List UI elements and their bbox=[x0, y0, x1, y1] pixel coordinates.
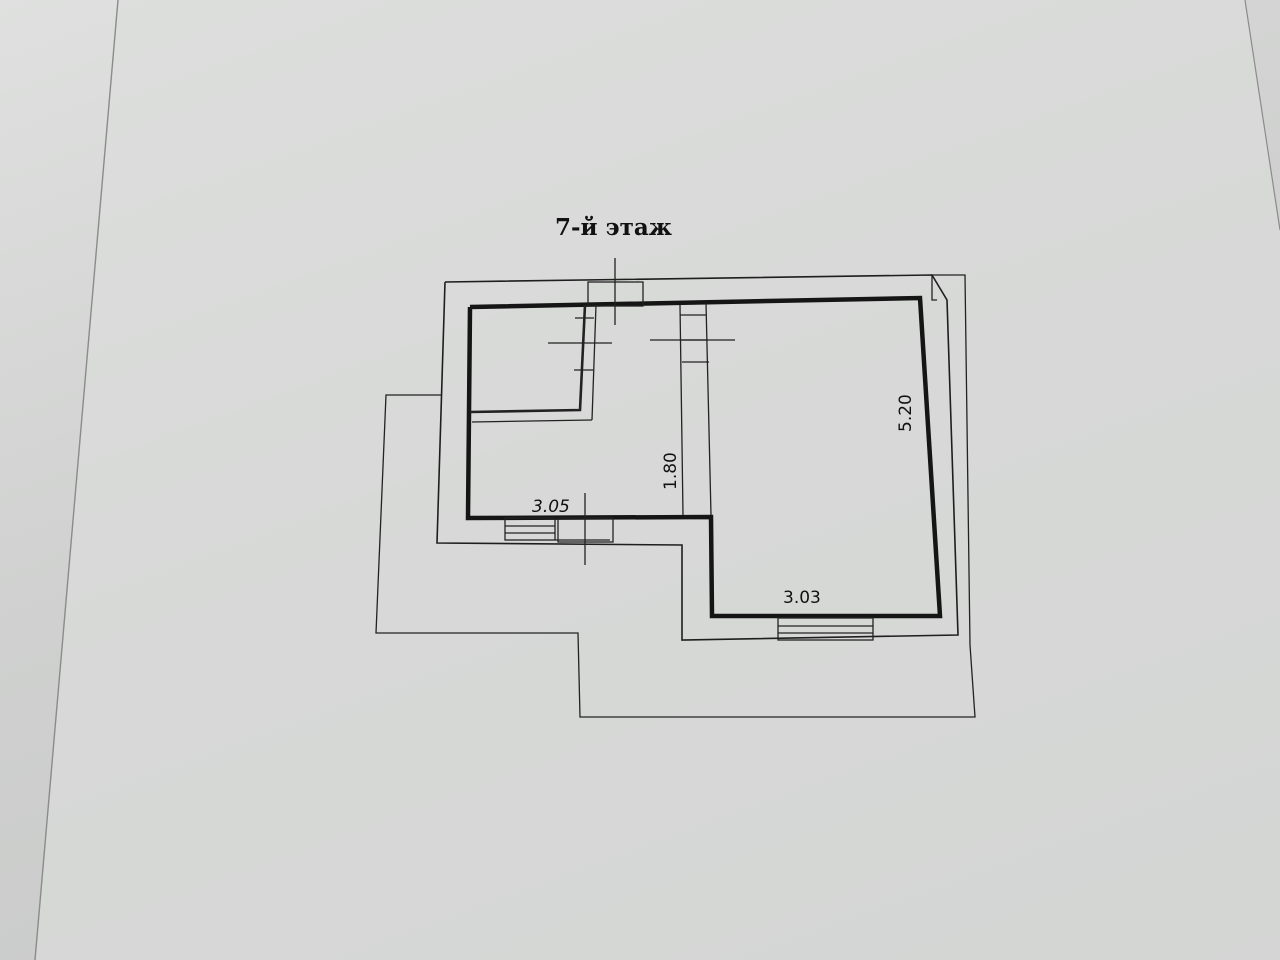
dim-corridor-length: 1.80 bbox=[661, 452, 681, 490]
dim-right-room-length: 5.20 bbox=[896, 394, 916, 432]
sheet-left-edge bbox=[34, 0, 119, 960]
plan-title: 7-й этаж bbox=[555, 214, 672, 241]
dim-left-room-width: 3.05 bbox=[532, 497, 570, 517]
outer-wall bbox=[436, 274, 959, 641]
inner-wall-left-room bbox=[465, 295, 943, 619]
door-bottom bbox=[557, 517, 614, 543]
partition-bathroom-inner-v bbox=[591, 304, 597, 421]
window-left-room bbox=[504, 517, 556, 541]
sheet-right-edge bbox=[1244, 0, 1280, 231]
window-right-room bbox=[777, 617, 874, 641]
partition-bathroom bbox=[469, 304, 587, 414]
partition-bathroom-inner bbox=[471, 419, 593, 423]
dim-right-room-width: 3.03 bbox=[783, 588, 821, 608]
corridor-wall-b bbox=[705, 302, 712, 516]
sheet-lighter-area bbox=[35, 0, 1280, 960]
balcony-outline bbox=[375, 274, 976, 718]
